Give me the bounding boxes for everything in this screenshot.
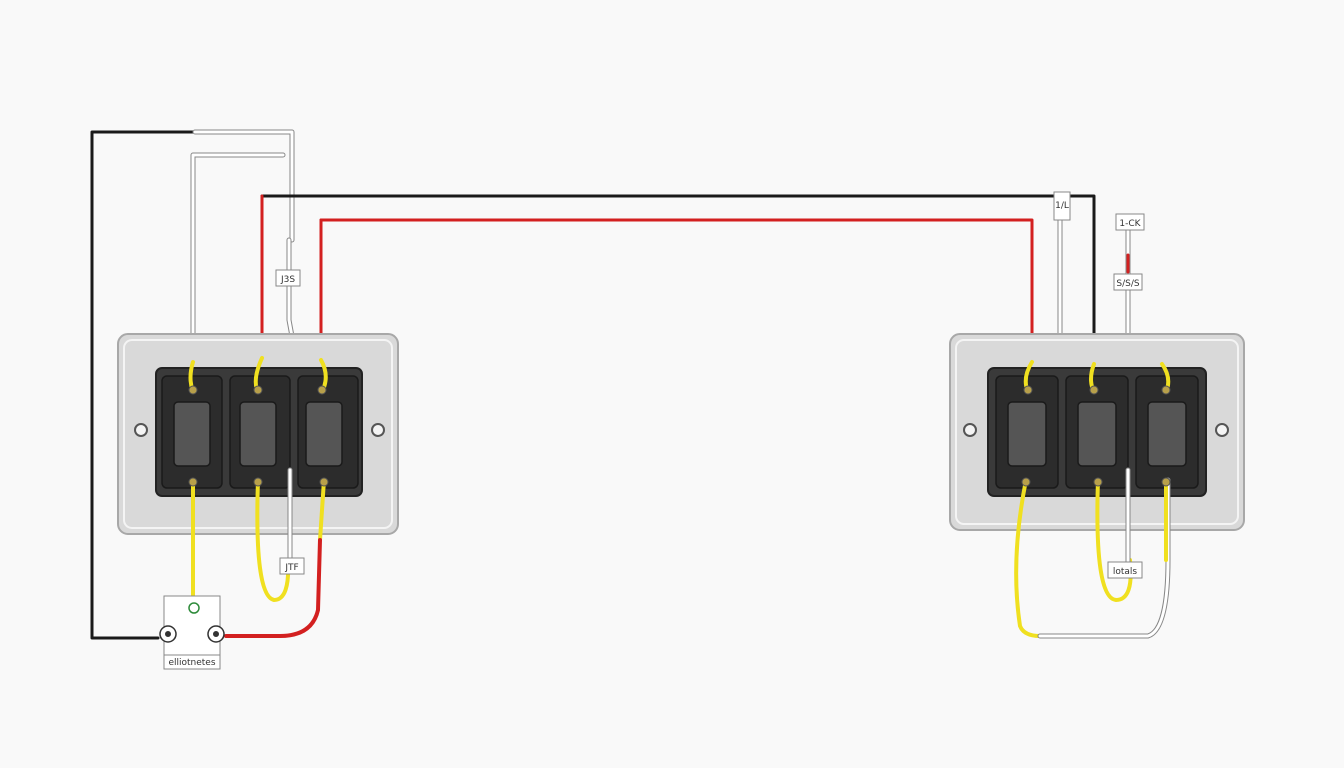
- tag-left-top: J3S: [275, 269, 301, 287]
- wire-yellow-right-b2: [1095, 478, 1133, 602]
- wire-red-left-b3: [224, 538, 322, 638]
- tag-right-top-2-label: 1-CK: [1119, 219, 1141, 229]
- screw-icon: [1023, 385, 1033, 395]
- screw-icon: [371, 423, 385, 437]
- right-switch-3[interactable]: [1135, 375, 1199, 489]
- rocker-switch-icon[interactable]: [239, 401, 277, 467]
- screw-icon: [134, 423, 148, 437]
- screw-icon: [253, 385, 263, 395]
- right-switch-2[interactable]: [1065, 375, 1129, 489]
- screw-icon: [1021, 477, 1031, 487]
- tag-left-mid-label: JTF: [284, 563, 298, 573]
- wire-yellow-left-b2: [255, 478, 291, 602]
- rocker-switch-icon[interactable]: [305, 401, 343, 467]
- tag-left-mid: JTF: [279, 557, 305, 575]
- right-switch-plate: [949, 333, 1245, 531]
- left-switch-1[interactable]: [161, 375, 223, 489]
- screw-icon: [253, 477, 263, 487]
- rocker-switch-icon[interactable]: [1007, 401, 1047, 467]
- terminal-screws: [188, 385, 1171, 487]
- tag-right-top-3-label: S/S/S: [1116, 279, 1139, 289]
- screw-icon: [317, 385, 327, 395]
- rocker-switch-icon[interactable]: [173, 401, 211, 467]
- right-switch-1[interactable]: [995, 375, 1059, 489]
- wires-front: [188, 356, 1171, 639]
- wire-white-right-bottom: [1037, 477, 1171, 639]
- tag-left-top-label: J3S: [280, 275, 295, 285]
- wire-yellow-right-b1: [1014, 478, 1042, 638]
- wire-red-traveler: [319, 218, 1034, 372]
- tag-right-top-2: 1-CK: [1115, 213, 1145, 231]
- tag-right-mid: lotals: [1107, 561, 1143, 579]
- screw-icon: [188, 385, 198, 395]
- screw-icon: [319, 477, 329, 487]
- screw-icon: [963, 423, 977, 437]
- tag-right-top-1: 1/L: [1053, 191, 1071, 221]
- screw-icon: [1161, 385, 1171, 395]
- junction-box-label: elliotnetes: [168, 658, 215, 668]
- screw-icon: [1093, 477, 1103, 487]
- wire-black-traveler: [260, 194, 1096, 382]
- screw-icon: [1089, 385, 1099, 395]
- tag-right-top-1-label: 1/L: [1055, 201, 1069, 211]
- wire-yellow-left-b3: [318, 478, 326, 542]
- wire-white-left-switch1: [190, 152, 286, 385]
- tag-right-top-3: S/S/S: [1113, 273, 1143, 291]
- rocker-switch-icon[interactable]: [1147, 401, 1187, 467]
- wire-white-left-top: [192, 129, 295, 243]
- screw-icon: [1161, 477, 1171, 487]
- rocker-switch-icon[interactable]: [1077, 401, 1117, 467]
- junction-box-icon: elliotnetes: [159, 595, 225, 670]
- left-switch-3[interactable]: [297, 375, 359, 489]
- screw-icon: [188, 477, 198, 487]
- screw-icon: [1215, 423, 1229, 437]
- tag-right-mid-label: lotals: [1113, 567, 1138, 577]
- wire-black-left-outer: [90, 130, 197, 640]
- left-switch-2[interactable]: [229, 375, 291, 489]
